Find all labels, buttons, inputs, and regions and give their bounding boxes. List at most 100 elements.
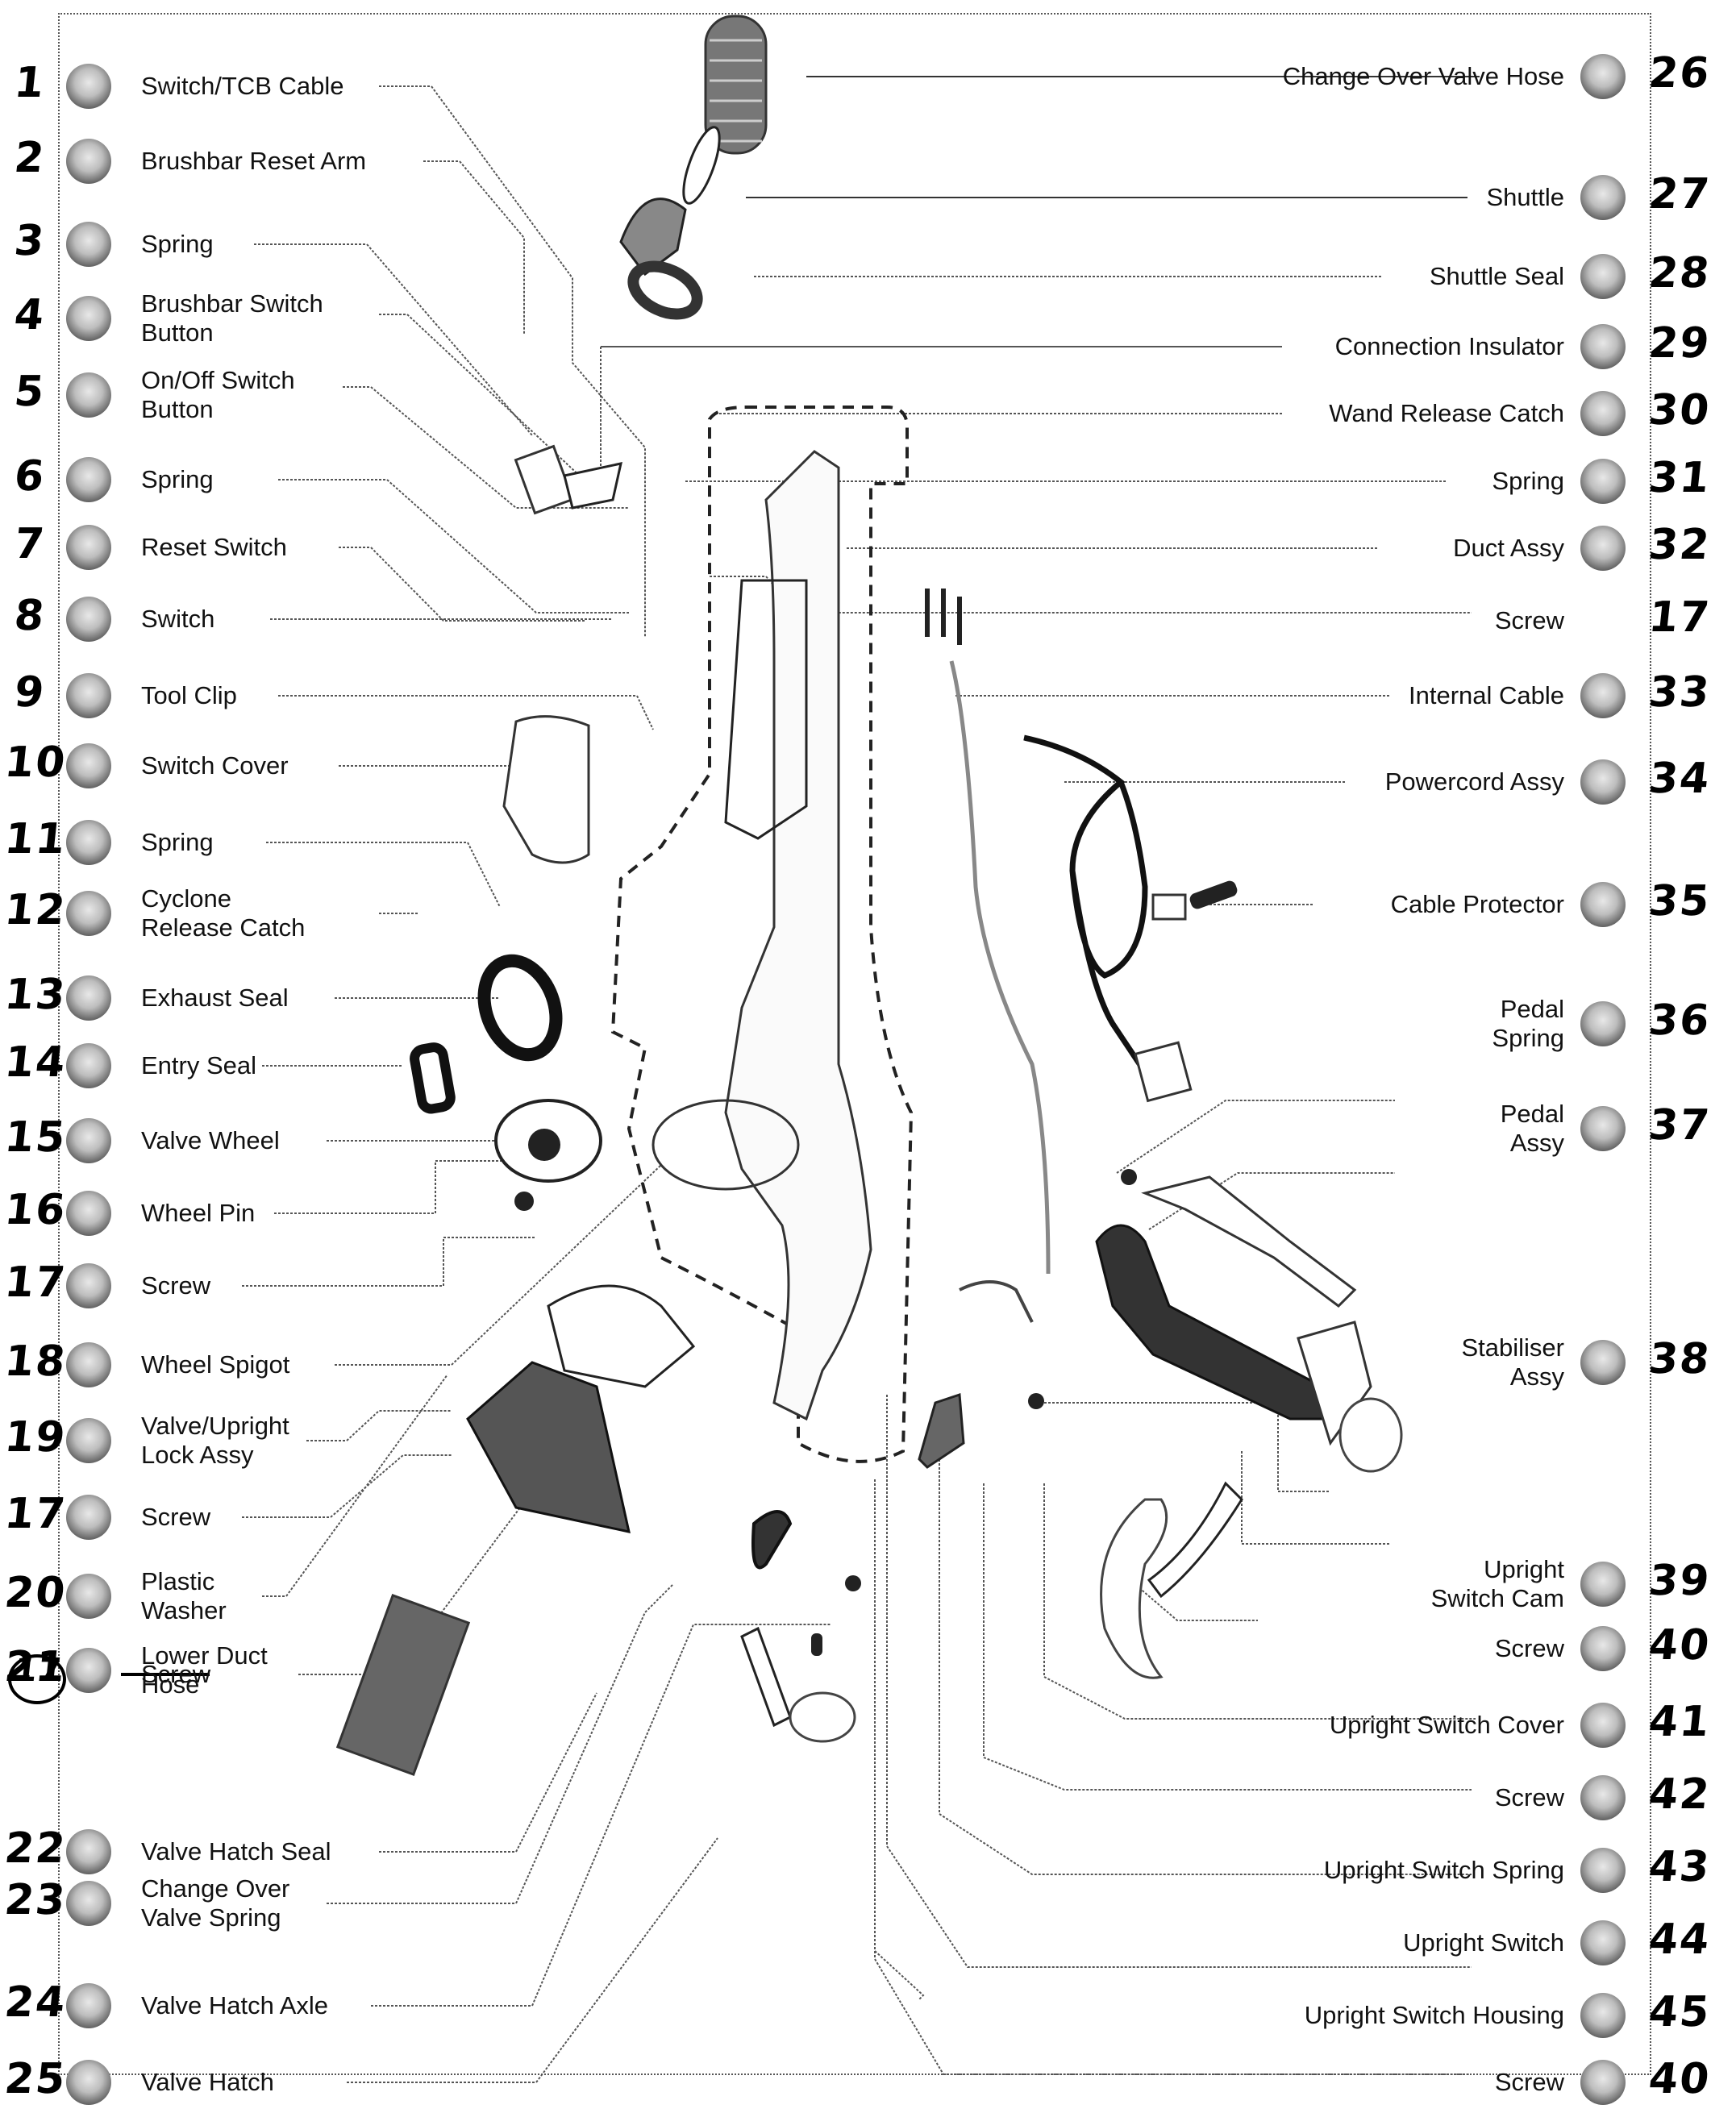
part-bubble-icon[interactable] (66, 1191, 111, 1236)
part-label[interactable]: Switch Cover (141, 751, 289, 780)
part-bubble-icon[interactable] (66, 1495, 111, 1540)
part-label[interactable]: Shuttle (1486, 183, 1564, 211)
part-label[interactable]: Brushbar Switch Button (141, 289, 323, 347)
part-label[interactable]: Connection Insulator (1334, 332, 1564, 360)
part-bubble-icon[interactable] (66, 1829, 111, 1874)
part-bubble-icon[interactable] (1580, 1340, 1626, 1385)
part-label[interactable]: Upright Switch Spring (1323, 1856, 1564, 1884)
part-bubble-icon[interactable] (1580, 1848, 1626, 1893)
part-bubble-icon[interactable] (1580, 1001, 1626, 1046)
part-label[interactable]: Spring (141, 230, 214, 258)
wheel-spigot-cable-guide (959, 1280, 1034, 1323)
part-bubble-icon[interactable] (66, 1881, 111, 1926)
part-label[interactable]: Screw (1494, 2068, 1564, 2096)
part-bubble-icon[interactable] (1580, 759, 1626, 805)
part-label[interactable]: Switch (141, 605, 215, 633)
part-label[interactable]: On/Off Switch Button (141, 366, 295, 423)
part-label[interactable]: Screw (141, 1503, 211, 1531)
part-label[interactable]: Screw (1494, 1783, 1564, 1811)
switch-housing (724, 579, 808, 840)
part-bubble-icon[interactable] (1580, 526, 1626, 571)
part-bubble-icon[interactable] (66, 1983, 111, 2028)
part-label[interactable]: Stabiliser Assy (1461, 1333, 1565, 1391)
part-bubble-icon[interactable] (1580, 54, 1626, 99)
part-label[interactable]: Spring (141, 465, 214, 493)
part-label[interactable]: Switch/TCB Cable (141, 72, 344, 100)
part-label[interactable]: Screw (141, 1660, 211, 1688)
part-label[interactable]: Pedal Spring (1492, 995, 1564, 1052)
part-label[interactable]: Change Over Valve Hose (1282, 62, 1564, 90)
part-bubble-icon[interactable] (1580, 882, 1626, 927)
part-bubble-icon[interactable] (66, 372, 111, 418)
part-bubble-icon[interactable] (1580, 2060, 1626, 2105)
part-label[interactable]: Upright Switch Cover (1329, 1711, 1564, 1739)
part-bubble-icon[interactable] (66, 1574, 111, 1619)
part-bubble-icon[interactable] (66, 64, 111, 109)
part-bubble-icon[interactable] (1580, 175, 1626, 220)
part-label[interactable]: Spring (1492, 467, 1564, 495)
part-bubble-icon[interactable] (66, 457, 111, 502)
part-label[interactable]: Screw (1494, 1634, 1564, 1662)
part-label[interactable]: Duct Assy (1453, 534, 1564, 562)
part-label[interactable]: Internal Cable (1408, 681, 1564, 709)
part-label[interactable]: Upright Switch Cam (1430, 1555, 1564, 1612)
part-bubble-icon[interactable] (1580, 1562, 1626, 1607)
part-label[interactable]: Screw (141, 1271, 211, 1300)
part-bubble-icon[interactable] (1580, 459, 1626, 504)
part-label[interactable]: Exhaust Seal (141, 984, 289, 1012)
part-bubble-icon[interactable] (66, 1418, 111, 1463)
part-bubble-icon[interactable] (66, 2060, 111, 2105)
part-label[interactable]: Upright Switch (1403, 1928, 1564, 1957)
part-label[interactable]: Valve Hatch Seal (141, 1837, 331, 1866)
part-bubble-icon[interactable] (66, 1043, 111, 1088)
part-label[interactable]: Brushbar Reset Arm (141, 147, 367, 175)
part-bubble-icon[interactable] (66, 743, 111, 788)
part-bubble-icon[interactable] (1580, 254, 1626, 299)
part-bubble-icon[interactable] (66, 1263, 111, 1308)
part-bubble-icon[interactable] (1580, 673, 1626, 718)
part-bubble-icon[interactable] (66, 1342, 111, 1387)
part-bubble-icon[interactable] (66, 891, 111, 936)
part-label[interactable]: Upright Switch Housing (1304, 2001, 1564, 2029)
part-bubble-icon[interactable] (66, 975, 111, 1021)
part-bubble-icon[interactable] (66, 222, 111, 267)
part-bubble-icon[interactable] (1580, 391, 1626, 436)
part-label[interactable]: Screw (1494, 606, 1564, 634)
part-label[interactable]: Entry Seal (141, 1051, 257, 1079)
part-label[interactable]: Wand Release Catch (1329, 399, 1564, 427)
part-label[interactable]: Valve/Upright Lock Assy (141, 1412, 289, 1469)
part-label[interactable]: Tool Clip (141, 681, 237, 709)
part-label[interactable]: Reset Switch (141, 533, 287, 561)
part-label[interactable]: Valve Wheel (141, 1126, 280, 1154)
part-bubble-icon[interactable] (1580, 1626, 1626, 1671)
part-bubble-icon[interactable] (1580, 1920, 1626, 1965)
part-bubble-icon[interactable] (66, 296, 111, 341)
part-bubble-icon[interactable] (1580, 1993, 1626, 2038)
part-label[interactable]: Wheel Spigot (141, 1350, 290, 1379)
cable-protector (1151, 880, 1238, 921)
part-label[interactable]: Cyclone Release Catch (141, 884, 306, 942)
part-bubble-icon[interactable] (66, 1648, 111, 1693)
part-label[interactable]: Shuttle Seal (1429, 262, 1564, 290)
part-bubble-icon[interactable] (66, 139, 111, 184)
part-bubble-icon[interactable] (1580, 1775, 1626, 1820)
part-label[interactable]: Valve Hatch Axle (141, 1991, 329, 2019)
part-bubble-icon[interactable] (1580, 324, 1626, 369)
part-bubble-icon[interactable] (66, 820, 111, 865)
part-label[interactable]: Change Over Valve Spring (141, 1874, 290, 1932)
part-bubble-icon[interactable] (66, 525, 111, 570)
part-label[interactable]: Wheel Pin (141, 1199, 256, 1227)
part-bubble-icon[interactable] (66, 1118, 111, 1163)
part-label[interactable]: Spring (141, 828, 214, 856)
part-label[interactable]: Plastic Washer (141, 1567, 227, 1624)
part-label[interactable]: Pedal Assy (1500, 1100, 1564, 1157)
part-bubble-icon[interactable] (1580, 1703, 1626, 1748)
part-bubble-icon[interactable] (66, 673, 111, 718)
part-label[interactable]: Lower Duct Hose (141, 1641, 268, 1699)
part-bubble-icon[interactable] (66, 597, 111, 642)
part-label[interactable]: Cable Protector (1390, 890, 1564, 918)
part-bubble-icon[interactable] (1580, 1106, 1626, 1151)
part-label[interactable]: Powercord Assy (1384, 767, 1564, 796)
change-over-valve-hose (704, 15, 768, 155)
part-label[interactable]: Valve Hatch (141, 2068, 274, 2096)
